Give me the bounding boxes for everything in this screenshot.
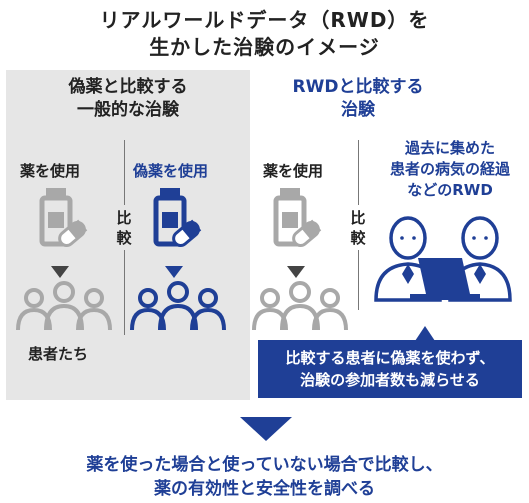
- conclusion-line-2: 薬の有効性と安全性を調べる: [154, 479, 375, 499]
- callout-pointer: [415, 326, 435, 341]
- rwd-description: 過去に集めた 患者の病気の経過 などのRWD: [375, 138, 525, 201]
- patients-label: 患者たち: [28, 345, 89, 363]
- conclusion-line-1: 薬を使った場合と使っていない場合で比較し、: [86, 455, 443, 475]
- placebo-label: 偽薬を使用: [133, 162, 209, 180]
- left-header-line-2: 一般的な治験: [77, 100, 179, 120]
- right-divider-bottom: [358, 250, 359, 310]
- patients-group-icon: [16, 281, 112, 331]
- left-divider-bottom: [124, 250, 125, 335]
- callout-box: 比較する患者に偽薬を使わず、 治験の参加者数も減らせる: [258, 340, 522, 398]
- title-line-2: 生かした治験のイメージ: [149, 35, 380, 59]
- left-header-line-1: 偽薬と比較する: [68, 77, 188, 97]
- left-compare-char-1: 比: [116, 209, 132, 227]
- right-compare-char-2: 較: [350, 229, 366, 247]
- left-compare-char-2: 較: [116, 229, 132, 247]
- rwd-line-1: 過去に集めた: [404, 139, 495, 157]
- left-drug-label: 薬を使用: [20, 162, 81, 180]
- doctors-icon: [374, 216, 512, 302]
- left-divider-top: [124, 140, 125, 205]
- right-compare-char-1: 比: [350, 209, 366, 227]
- left-panel: [6, 70, 250, 400]
- right-divider-top: [358, 140, 359, 205]
- right-drug-label: 薬を使用: [263, 162, 324, 180]
- down-arrow-icon: [240, 417, 292, 441]
- right-header-line-2: 治験: [341, 100, 375, 120]
- right-compare-label: 比 較: [349, 208, 367, 248]
- right-medicine-bottle-icon: [273, 188, 322, 247]
- right-header-line-1: RWDと比較する: [292, 77, 424, 97]
- right-patients-group-icon: [252, 281, 348, 331]
- callout-line-1: 比較する患者に偽薬を使わず、: [285, 349, 495, 367]
- left-panel-header: 偽薬と比較する 一般的な治験: [6, 76, 250, 122]
- left-compare-label: 比 較: [115, 208, 133, 248]
- callout-line-2: 治験の参加者数も減らせる: [300, 371, 480, 389]
- right-panel-header: RWDと比較する 治験: [258, 76, 458, 122]
- left-down-arrow-icon: [51, 266, 69, 278]
- right-down-arrow-icon: [287, 266, 305, 278]
- pill-icon: [58, 219, 88, 247]
- placebo-down-arrow-icon: [165, 266, 183, 278]
- medicine-bottle-icon: [39, 188, 88, 247]
- title-line-1: リアルワールドデータ（RWD）を: [99, 8, 430, 32]
- placebo-patients-group-icon: [130, 281, 226, 331]
- rwd-line-3: などのRWD: [407, 181, 493, 199]
- placebo-bottle-icon: [153, 188, 202, 247]
- rwd-line-2: 患者の病気の経過: [389, 160, 510, 178]
- laptop-icon: [410, 258, 480, 300]
